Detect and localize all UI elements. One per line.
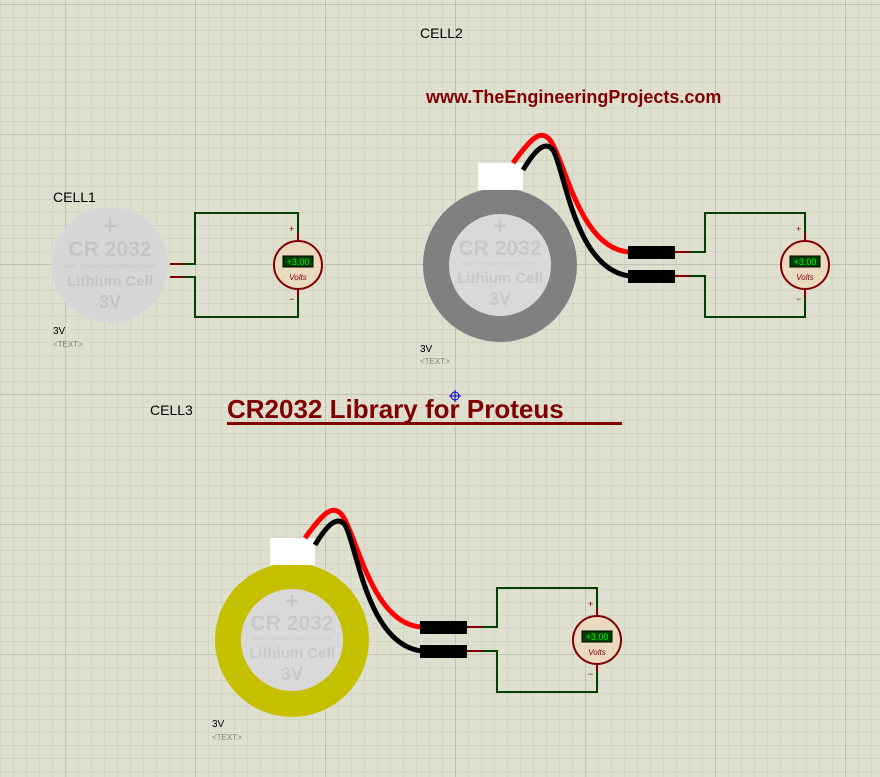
battery-voltage: 3V <box>281 664 303 684</box>
connector-positive <box>420 621 467 634</box>
meter-reading: +3.00 <box>794 257 817 267</box>
battery-disc <box>449 214 551 316</box>
title-underline <box>227 422 622 425</box>
cell1-label: CELL1 <box>53 189 96 205</box>
meter-reading: +3.00 <box>287 257 310 267</box>
battery-leads <box>675 251 690 277</box>
cursor-crosshair-icon <box>449 390 461 402</box>
black-wire <box>312 518 423 654</box>
battery-type: Lithium Cell <box>457 270 543 287</box>
battery-leads <box>170 263 183 278</box>
meter-plus-sign: + <box>796 224 801 234</box>
cell3-component[interactable]: + CR 2032 www.TheEngineeringProjects.com… <box>150 402 598 742</box>
cell3-label: CELL3 <box>150 402 193 418</box>
meter-plus-sign: + <box>289 224 294 234</box>
meter-minus-sign: − <box>588 669 593 679</box>
battery-disc <box>52 207 168 323</box>
cell1-component[interactable]: CELL1 + CR 2032 www.TheEngineeringProjec… <box>52 189 299 349</box>
cell2-value: 3V <box>420 344 433 355</box>
meter-unit: Volts <box>289 273 307 282</box>
cell1-text: <TEXT> <box>53 340 83 349</box>
wire <box>183 212 299 318</box>
meter-reading: +3.00 <box>586 632 609 642</box>
battery-voltage: 3V <box>99 292 121 312</box>
cell1-value: 3V <box>53 326 66 337</box>
cell2-text: <TEXT> <box>420 357 450 366</box>
meter-lcd <box>581 630 613 643</box>
battery-disc <box>241 589 343 691</box>
meter-lcd <box>282 255 314 268</box>
battery-leads <box>467 626 482 652</box>
voltmeter[interactable]: +3.00 Volts + − <box>572 599 622 679</box>
meter-minus-sign: − <box>796 294 801 304</box>
battery-model: CR 2032 <box>251 612 334 635</box>
battery-url: www.TheEngineeringProjects.com <box>63 264 155 270</box>
wire <box>482 587 598 693</box>
website-text: www.TheEngineeringProjects.com <box>425 87 721 107</box>
wire <box>690 212 806 318</box>
battery-plus: + <box>103 213 117 240</box>
meter-unit: Volts <box>796 273 814 282</box>
battery-url: www.TheEngineeringProjects.com <box>254 636 330 642</box>
black-wire <box>520 143 631 279</box>
battery-tab <box>478 163 523 190</box>
battery-model: CR 2032 <box>69 238 152 261</box>
battery-type: Lithium Cell <box>249 645 335 662</box>
meter-minus-sign: − <box>289 294 294 304</box>
meter-unit: Volts <box>588 648 606 657</box>
battery-tab <box>270 538 315 565</box>
battery-type: Lithium Cell <box>67 273 153 290</box>
page-title: CR2032 Library for Proteus <box>227 394 564 424</box>
battery-url: www.TheEngineeringProjects.com <box>462 261 538 267</box>
meter-plus-sign: + <box>588 599 593 609</box>
cell3-text: <TEXT> <box>212 733 242 742</box>
battery-model: CR 2032 <box>459 237 542 260</box>
cell3-value: 3V <box>212 719 225 730</box>
voltmeter[interactable]: +3.00 Volts + − <box>273 224 323 304</box>
cell2-label[interactable]: CELL2 <box>420 25 463 41</box>
connector-positive <box>628 246 675 259</box>
battery-plus: + <box>493 213 507 240</box>
battery-voltage: 3V <box>489 289 511 309</box>
connector-negative <box>420 645 467 658</box>
cell2-component[interactable]: + CR 2032 www.TheEngineeringProjects.com… <box>420 132 806 366</box>
battery-plus: + <box>285 588 299 615</box>
meter-lcd <box>789 255 821 268</box>
voltmeter[interactable]: +3.00 Volts + − <box>780 224 830 304</box>
connector-negative <box>628 270 675 283</box>
